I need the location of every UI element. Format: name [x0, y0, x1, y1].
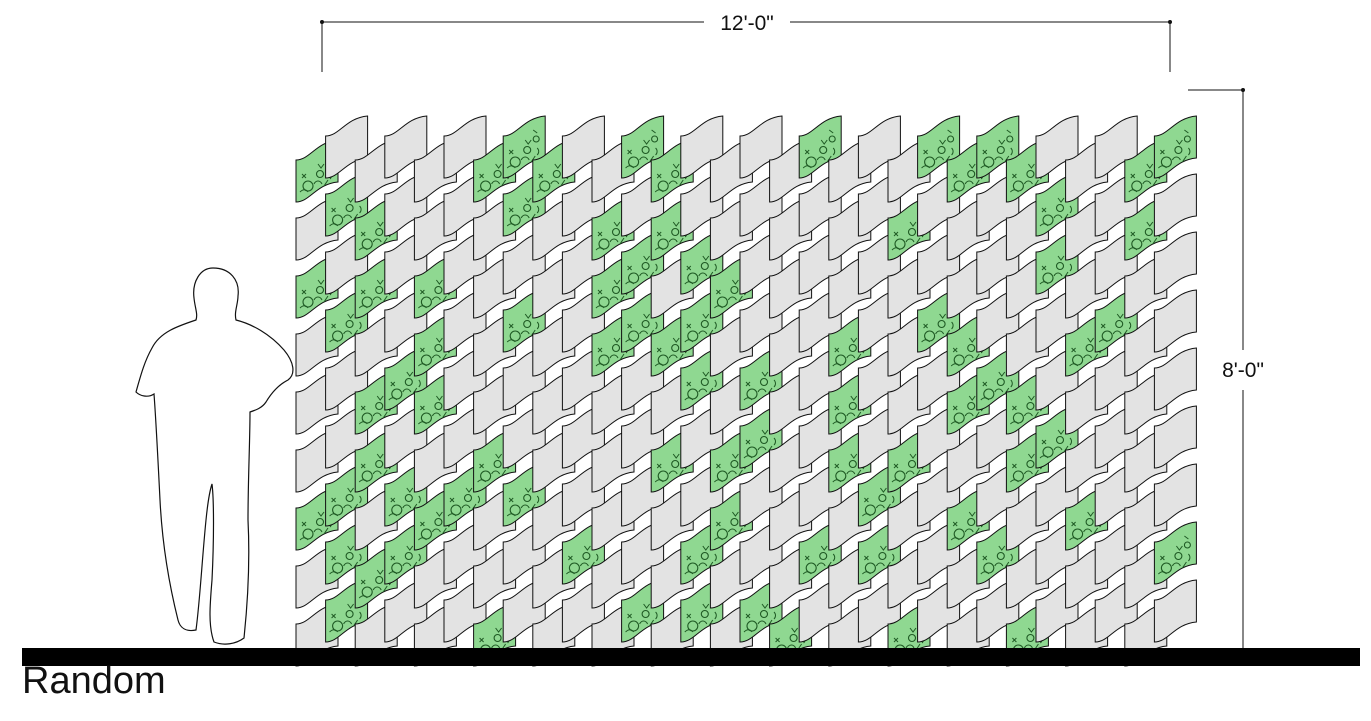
layout-title: Random — [22, 660, 166, 702]
width-dimension-label: 12'-0" — [720, 12, 774, 35]
tile-wall — [295, 115, 1197, 667]
width-dimension: 12'-0" — [320, 12, 1172, 72]
height-dimension-label: 8'-0" — [1222, 359, 1264, 382]
ground-line — [22, 648, 1360, 666]
human-silhouette-icon — [135, 267, 294, 645]
planted-tile — [1153, 115, 1197, 179]
height-dimension: 8'-0" — [1188, 88, 1264, 648]
